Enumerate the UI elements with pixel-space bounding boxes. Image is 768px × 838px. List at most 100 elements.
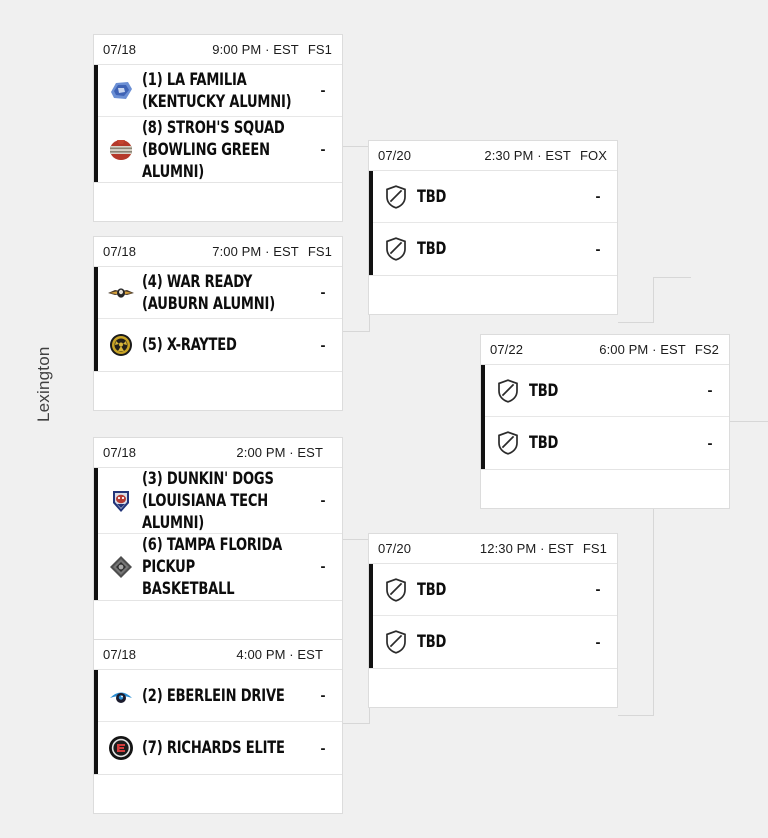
connector-r1m4-out <box>342 723 370 724</box>
match-footer <box>369 668 617 707</box>
match-date: 07/18 <box>103 42 137 57</box>
team-score: - <box>320 336 326 354</box>
match-header: 07/22 6:00 PM · EST FS2 <box>481 335 729 365</box>
team-row[interactable]: TBD - <box>369 171 617 223</box>
connector-r1m3-out <box>342 539 370 540</box>
tbd-shield-icon <box>491 374 525 408</box>
match-network: FS1 <box>582 541 607 556</box>
la-familia-logo <box>104 74 138 108</box>
accent-rail <box>369 564 373 668</box>
team-name: TBD <box>417 239 447 259</box>
team-score: - <box>320 687 326 704</box>
match-footer <box>369 275 617 314</box>
accent-rail <box>94 670 98 774</box>
connector-r1m2-out <box>342 331 370 332</box>
team-row[interactable]: (5) X-RAYTED - <box>94 319 342 371</box>
dunkin-dogs-logo <box>104 484 138 518</box>
match-card-r1-m3[interactable]: 07/18 2:00 PM · EST <box>93 437 343 640</box>
match-date: 07/18 <box>103 244 137 259</box>
team-name: TBD <box>417 186 447 206</box>
team-score: - <box>320 141 326 159</box>
war-ready-logo <box>104 276 138 310</box>
connector-semifinal-out <box>730 421 768 422</box>
match-network: FS1 <box>307 244 332 259</box>
match-card-r1-m1[interactable]: 07/18 9:00 PM · EST FS1 (1) LA FAMILIA (… <box>93 34 343 223</box>
team-name: (8) STROH'S SQUAD (BOWLING GREEN ALUMNI) <box>142 118 285 181</box>
team-score: - <box>595 240 601 258</box>
tampa-florida-logo <box>104 550 138 584</box>
match-card-r3-m1[interactable]: 07/22 6:00 PM · EST FS2 TBD - <box>480 334 730 509</box>
match-teams: (2) EBERLEIN DRIVE - (7) RICHARDS ELITE … <box>94 670 342 774</box>
match-footer <box>94 371 342 410</box>
match-network: FS1 <box>307 42 332 57</box>
match-footer <box>94 599 342 639</box>
team-name: (5) X-RAYTED <box>142 335 237 355</box>
team-name: TBD <box>529 433 559 453</box>
match-teams: (3) DUNKIN' DOGS (LOUISIANA TECH ALUMNI)… <box>94 468 342 600</box>
match-card-r2-m1[interactable]: 07/20 2:30 PM · EST FOX TBD - <box>368 140 618 315</box>
connector-r1m1-out <box>342 146 370 147</box>
strohs-squad-logo <box>104 133 138 167</box>
team-row[interactable]: TBD - <box>369 616 617 668</box>
team-row[interactable]: (2) EBERLEIN DRIVE - <box>94 670 342 722</box>
team-name: (4) WAR READY (AUBURN ALUMNI) <box>142 271 275 313</box>
match-time: 12:30 PM · EST <box>479 541 574 556</box>
team-name: (1) LA FAMILIA (KENTUCKY ALUMNI) <box>142 69 292 111</box>
team-row[interactable]: (8) STROH'S SQUAD (BOWLING GREEN ALUMNI)… <box>94 117 342 182</box>
team-score: - <box>320 558 326 576</box>
team-score: - <box>595 581 601 598</box>
accent-rail <box>94 65 98 183</box>
team-row[interactable]: TBD - <box>369 564 617 616</box>
x-rayted-logo <box>104 328 138 362</box>
team-row[interactable]: (4) WAR READY (AUBURN ALUMNI) - <box>94 267 342 319</box>
team-row[interactable]: TBD - <box>369 223 617 275</box>
region-label: Lexington <box>34 346 53 422</box>
team-name: (7) RICHARDS ELITE <box>142 738 285 758</box>
team-row[interactable]: TBD - <box>481 417 729 469</box>
accent-rail <box>481 365 485 469</box>
team-row[interactable]: TBD - <box>481 365 729 417</box>
match-date: 07/22 <box>490 342 524 357</box>
tbd-shield-icon <box>379 232 413 266</box>
team-score: - <box>707 434 713 452</box>
match-footer <box>94 774 342 813</box>
team-name: TBD <box>529 380 559 400</box>
team-row[interactable]: (3) DUNKIN' DOGS (LOUISIANA TECH ALUMNI)… <box>94 468 342 535</box>
match-card-r1-m2[interactable]: 07/18 7:00 PM · EST FS1 (4) WAR READY (A… <box>93 236 343 411</box>
match-card-r2-m2[interactable]: 07/20 12:30 PM · EST FS1 TBD - <box>368 533 618 708</box>
match-time: 7:00 PM · EST <box>212 244 299 259</box>
team-row[interactable]: (7) RICHARDS ELITE - <box>94 722 342 774</box>
match-date: 07/20 <box>378 148 412 163</box>
accent-rail <box>369 171 373 275</box>
team-name: (6) TAMPA FLORIDA PICKUP BASKETBALL <box>142 535 283 598</box>
match-date: 07/20 <box>378 541 412 556</box>
team-row[interactable]: (6) TAMPA FLORIDA PICKUP BASKETBALL - <box>94 534 342 599</box>
match-card-r1-m4[interactable]: 07/18 4:00 PM · EST (2) EBERLEIN DRIVE <box>93 639 343 814</box>
match-header: 07/20 12:30 PM · EST FS1 <box>369 534 617 564</box>
match-date: 07/18 <box>103 445 137 460</box>
tbd-shield-icon <box>379 573 413 607</box>
match-time: 4:00 PM · EST <box>236 647 323 662</box>
match-teams: (4) WAR READY (AUBURN ALUMNI) - (5) X-R <box>94 267 342 371</box>
match-header: 07/18 7:00 PM · EST FS1 <box>94 237 342 267</box>
match-time: 2:30 PM · EST <box>484 148 571 163</box>
connector-r2m2-out <box>618 715 654 716</box>
match-teams: TBD - TBD - <box>369 171 617 275</box>
team-score: - <box>320 739 326 757</box>
match-date: 07/18 <box>103 647 137 662</box>
tbd-shield-icon <box>379 180 413 214</box>
connector-r2m2-vert <box>653 498 654 716</box>
match-teams: (1) LA FAMILIA (KENTUCKY ALUMNI) - (8) S… <box>94 65 342 183</box>
match-footer <box>94 182 342 222</box>
connector-r2m1-vert <box>653 277 654 323</box>
accent-rail <box>94 468 98 600</box>
match-header: 07/18 9:00 PM · EST FS1 <box>94 35 342 65</box>
connector-r2m1-in <box>653 277 691 278</box>
team-row[interactable]: (1) LA FAMILIA (KENTUCKY ALUMNI) - <box>94 65 342 117</box>
team-name: TBD <box>417 632 447 652</box>
tbd-shield-icon <box>491 426 525 460</box>
accent-rail <box>94 267 98 371</box>
match-network: FOX <box>579 148 607 163</box>
team-score: - <box>320 284 326 301</box>
